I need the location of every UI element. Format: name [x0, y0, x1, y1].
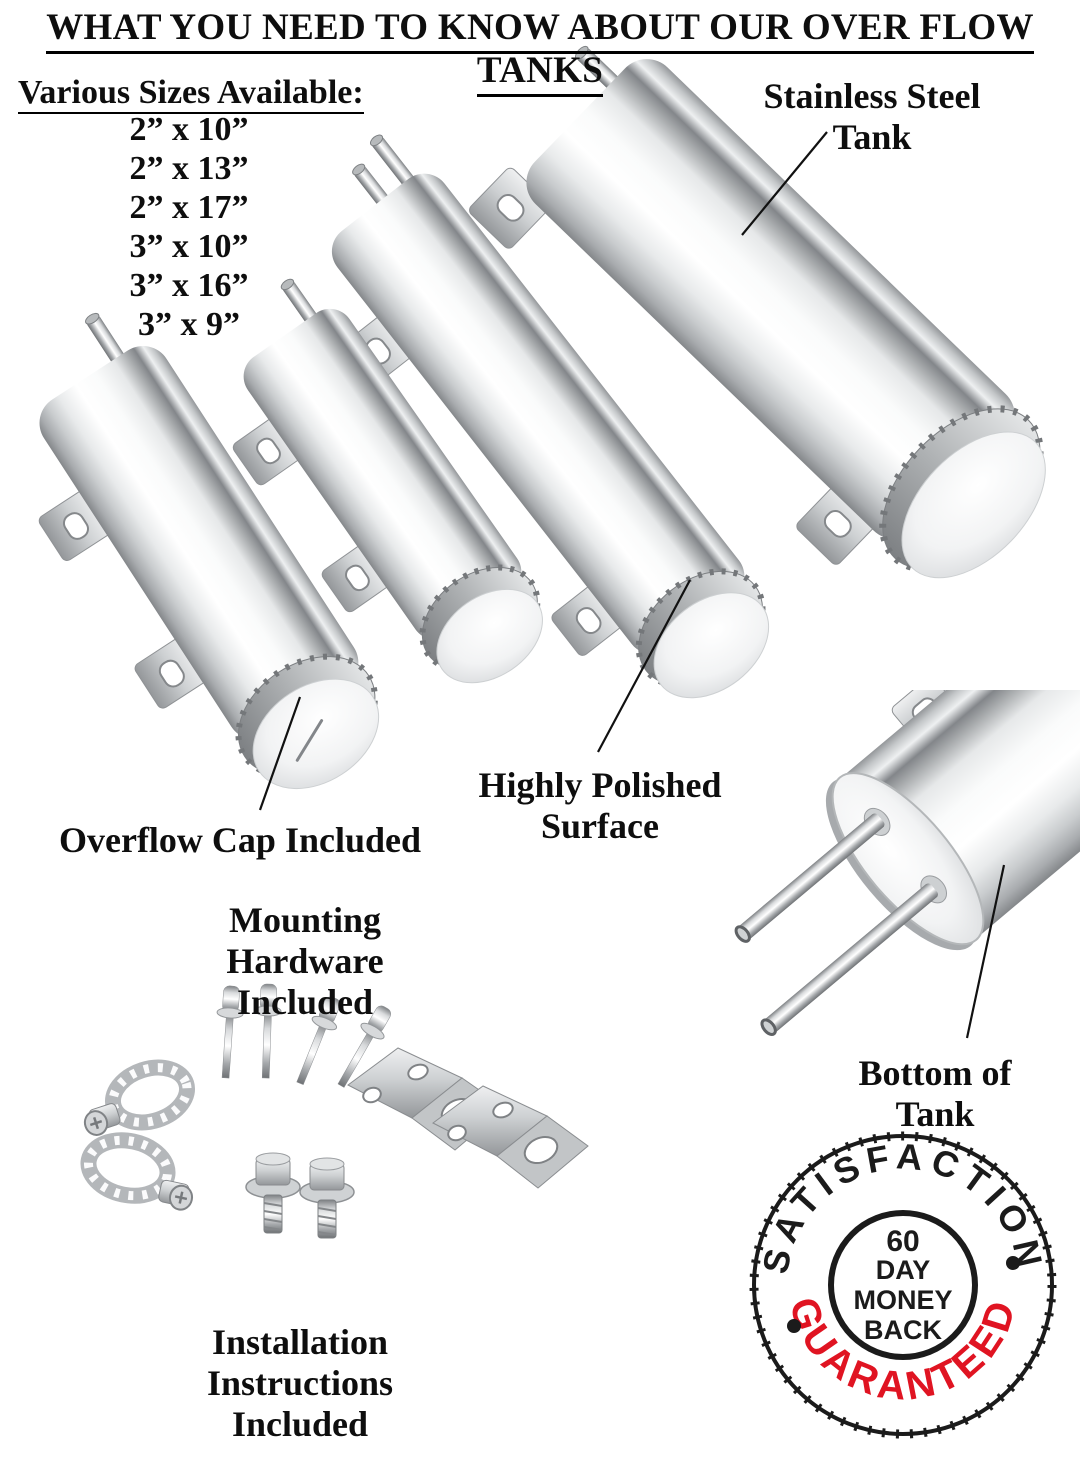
overflow-cap-face [252, 678, 380, 790]
tank-body [837, 690, 1080, 942]
tank-photo-1 [38, 312, 380, 790]
tank-photo-4 [469, 45, 1046, 579]
callout-line-overflow-cap [258, 696, 302, 811]
label-line: Tank [832, 117, 912, 157]
tank-body [243, 308, 522, 640]
label-line: Bottom of Tank [858, 1053, 1012, 1134]
tank-body [39, 345, 359, 740]
callout-line-polished-surface [597, 579, 691, 753]
label-stainless-steel-tank: Stainless Steel Tank [740, 76, 1004, 158]
overflow-cap-face [653, 592, 770, 699]
label-line: Stainless Steel [763, 76, 981, 116]
size-item: 2” x 10” [129, 111, 249, 148]
cap-slot [295, 719, 324, 762]
label-highly-polished: Highly Polished Surface [470, 765, 730, 847]
satisfaction-stamp: SATISFACTION GUARANTEED 60 DAY MONEY BAC… [749, 1131, 1057, 1439]
label-line: Installation Instructions [206, 1322, 394, 1403]
size-item: 2” x 13” [129, 150, 249, 187]
hose-clamp [83, 1059, 196, 1136]
sizes-list: 2” x 10” 2” x 13” 2” x 17” 3” x 10” 3” x… [18, 110, 360, 344]
tank-bottom-closeup-photo [734, 690, 1080, 1036]
rivet [216, 985, 244, 1079]
label-installation-instructions: Installation Instructions Included [128, 1322, 472, 1445]
label-line: Surface [541, 806, 659, 846]
overflow-tube [760, 883, 938, 1036]
bolt [245, 1152, 301, 1234]
label-bottom-of-tank: Bottom of Tank [815, 1053, 1055, 1135]
tank-photo-3 [331, 134, 770, 699]
stamp-center-line-1: 60 [886, 1225, 919, 1258]
size-item: 3” x 9” [138, 306, 240, 343]
callout-line-stainless-tank [741, 131, 828, 236]
size-item: 2” x 17” [129, 189, 249, 226]
rivet [337, 1005, 391, 1088]
overflow-cap-face [436, 588, 543, 684]
label-line: Included [231, 1404, 369, 1444]
size-item: 3” x 16” [129, 267, 249, 304]
stamp-inner-ring [828, 1210, 978, 1360]
mounting-hardware-photo [80, 983, 589, 1239]
page-title: WHAT YOU NEED TO KNOW ABOUT OUR OVER FLO… [0, 6, 1080, 97]
overflow-tube [734, 813, 885, 943]
tank-body [331, 173, 745, 655]
sizes-heading: Various Sizes Available: [18, 74, 364, 114]
label-mounting-hardware: Mounting Hardware Included [155, 900, 455, 1023]
overflow-cap-face [901, 431, 1046, 579]
stamp-dot-right [1006, 1256, 1020, 1270]
page-title-text: WHAT YOU NEED TO KNOW ABOUT OUR OVER FLO… [46, 7, 1034, 97]
label-overflow-cap: Overflow Cap Included [55, 820, 425, 861]
label-line: Mounting Hardware [226, 900, 384, 981]
rivet [296, 996, 341, 1085]
l-bracket [432, 1085, 589, 1189]
stamp-center-line-3: MONEY [853, 1285, 952, 1315]
rivet [254, 983, 282, 1079]
size-item: 3” x 10” [129, 228, 249, 265]
stamp-dot-left [787, 1319, 801, 1333]
tank-body [526, 59, 1015, 540]
label-line: Overflow Cap Included [58, 820, 422, 860]
stamp-perforated-edge [749, 1131, 1057, 1439]
tank-photo-2 [232, 278, 543, 684]
bolt [299, 1157, 355, 1239]
hose-clamp [80, 1132, 194, 1211]
sizes-heading-text: Various Sizes Available: [18, 74, 364, 114]
label-line: Included [236, 982, 374, 1022]
callout-line-bottom-of-tank [965, 864, 1006, 1039]
stamp-center-line-2: DAY [876, 1255, 931, 1285]
label-line: Highly Polished [478, 765, 722, 805]
stamp-center-line-4: BACK [864, 1315, 942, 1345]
